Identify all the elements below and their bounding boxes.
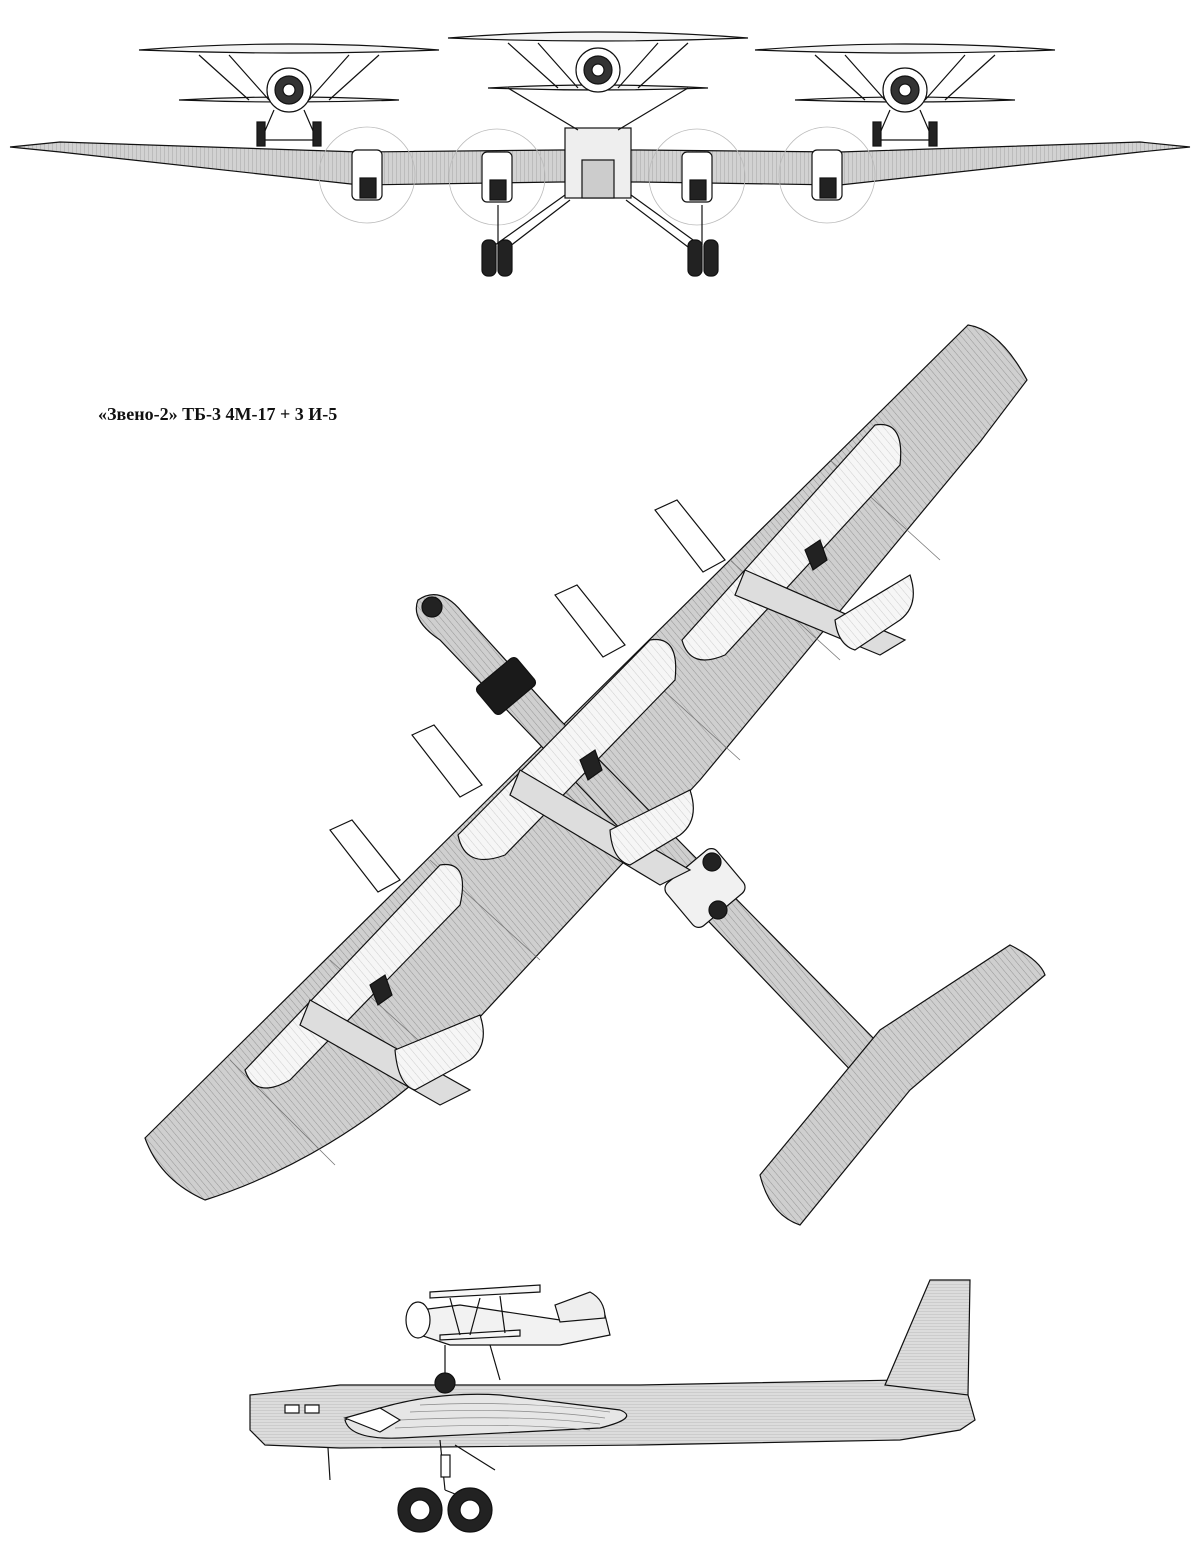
top-view-fighter-center: [457, 638, 694, 886]
front-view-landing-gear: [481, 194, 719, 277]
side-view-landing-gear: [397, 1439, 496, 1533]
drawing-title: «Звено-2» ТБ-3 4М-17 + 3 И-5: [98, 404, 338, 424]
top-view-fighter-right: [681, 423, 914, 661]
front-view-fighter-left: [138, 43, 440, 147]
top-view: [144, 324, 1046, 1226]
top-view-cockpit: [475, 656, 537, 716]
front-view-fighter-right: [754, 43, 1056, 147]
top-view-engines: [329, 499, 726, 893]
side-view: [249, 1279, 976, 1533]
side-view-fin: [884, 1279, 971, 1396]
top-view-fighter-left: [244, 863, 484, 1106]
front-view: [9, 31, 1191, 277]
top-view-tailplane: [759, 944, 1046, 1226]
front-view-engine: [351, 149, 843, 203]
side-view-fighter: [405, 1284, 611, 1394]
front-view-fighter-center: [447, 31, 749, 131]
